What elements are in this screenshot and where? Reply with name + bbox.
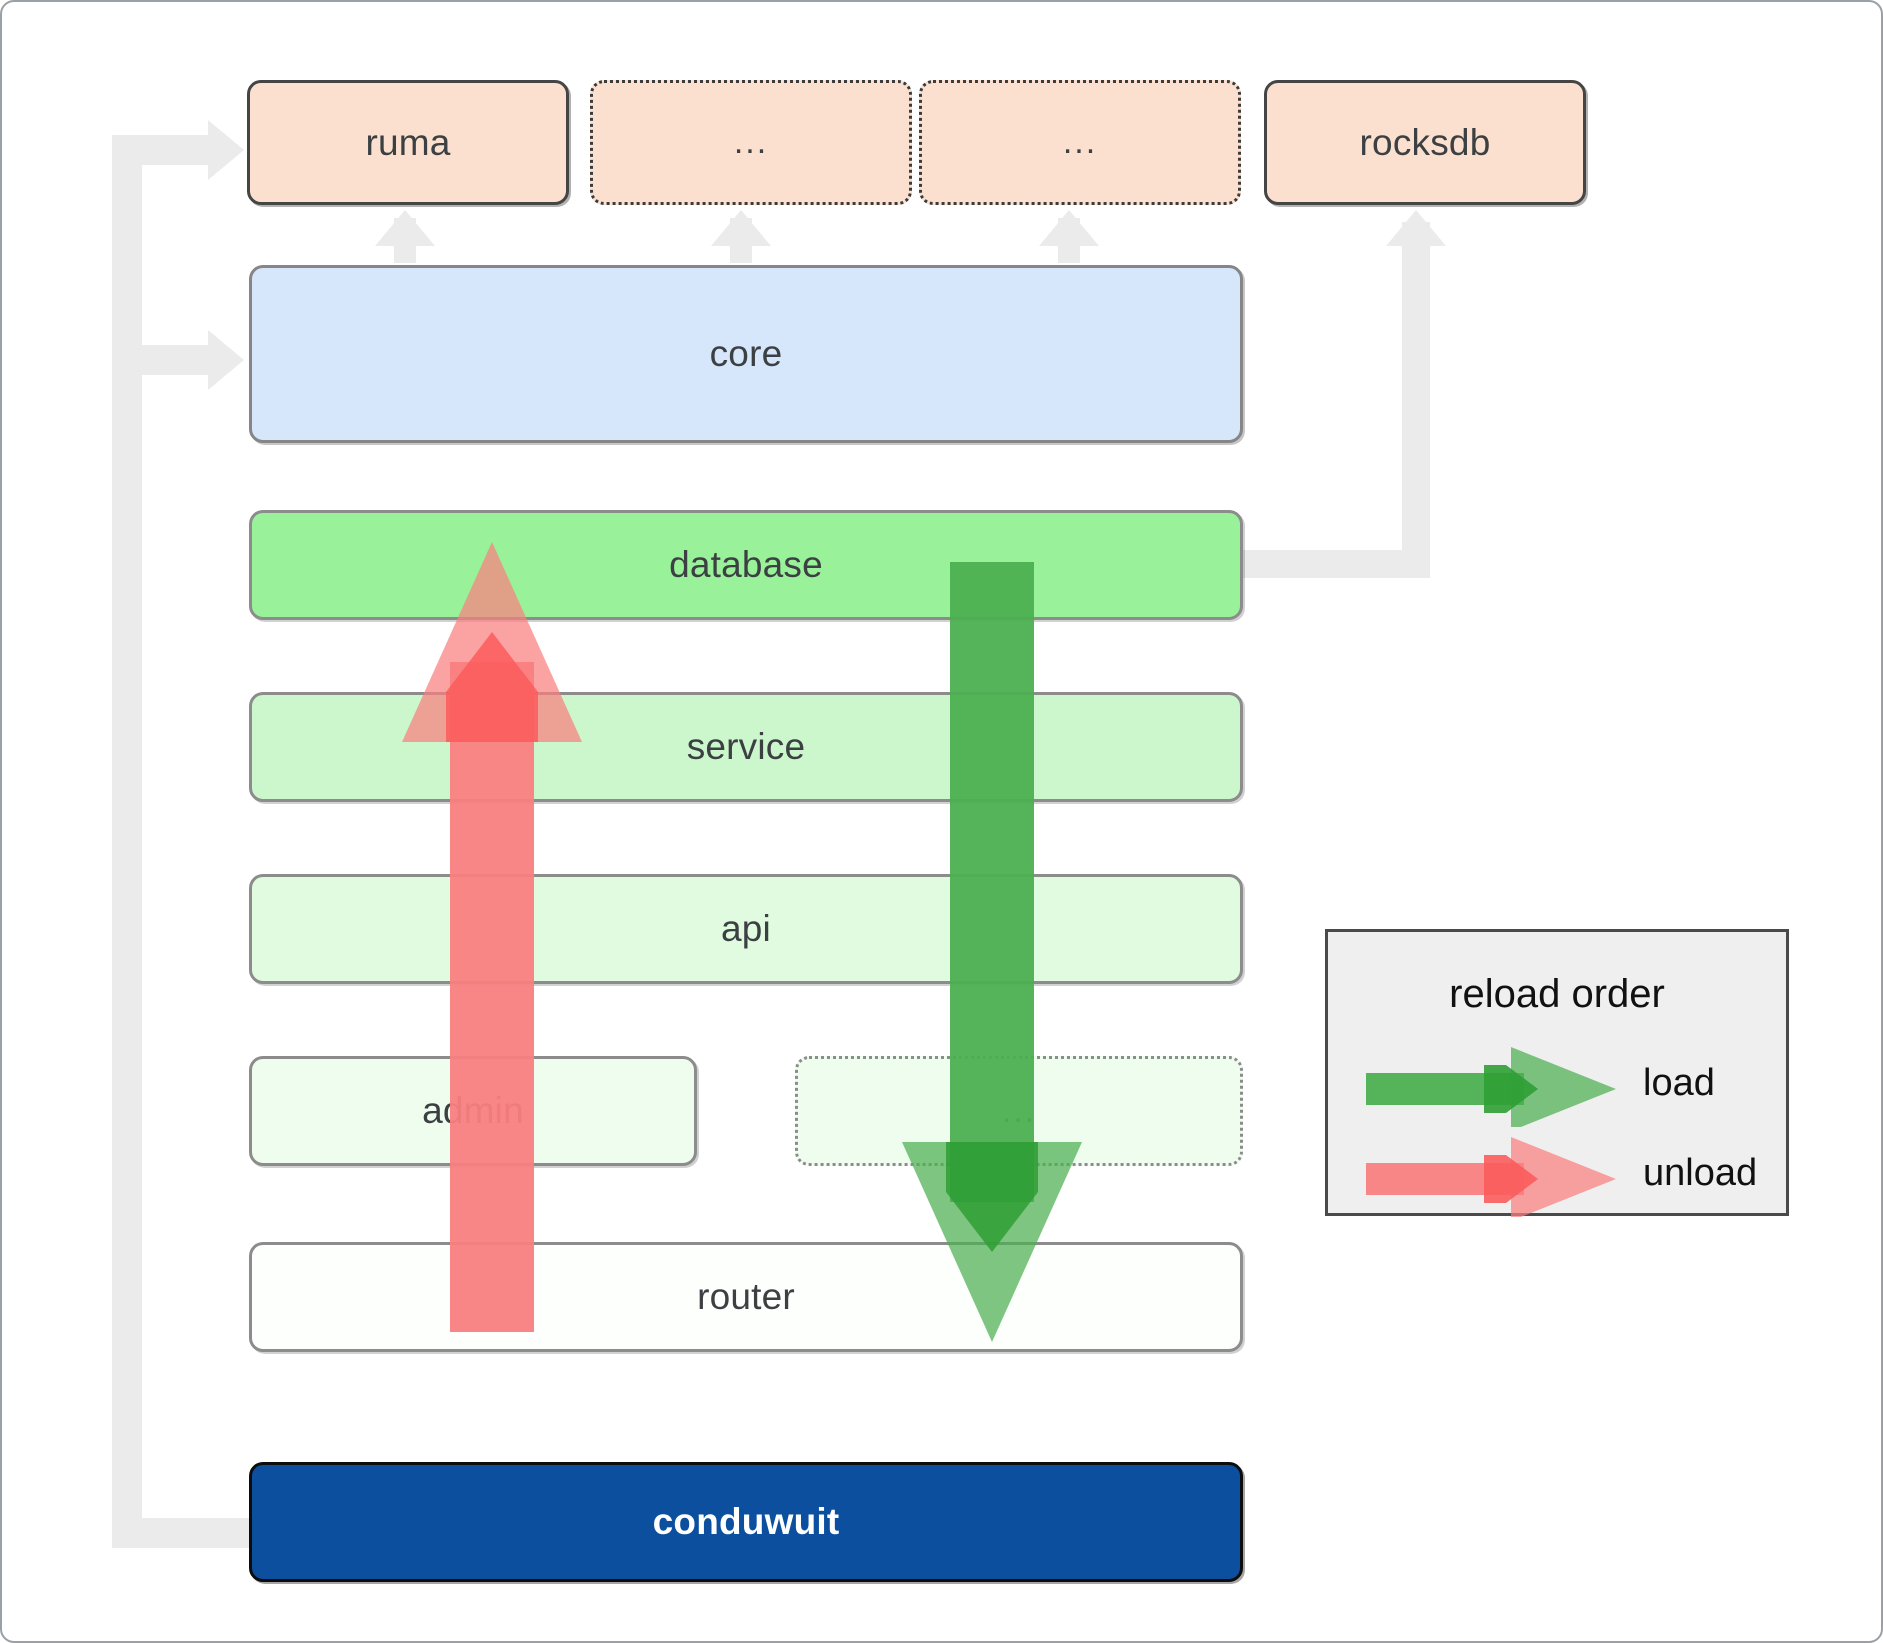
layer-label-admin: admin <box>422 1090 524 1131</box>
dependency-label-ellipsis-1: ... <box>733 123 769 161</box>
connector-database-to-rocksdb-h <box>1227 550 1417 578</box>
legend-row-unload <box>1366 1137 1616 1221</box>
layer-box-service[interactable]: service <box>249 692 1243 802</box>
legend-label-unload: unload <box>1643 1152 1758 1194</box>
layer-label-database: database <box>669 544 823 585</box>
connector-bus-to-core <box>112 345 212 375</box>
layer-box-database[interactable]: database <box>249 510 1243 620</box>
layer-label-api: api <box>721 908 771 949</box>
connector-arrowhead-core-ruma <box>375 210 435 246</box>
layer-box-router[interactable]: router <box>249 1242 1243 1352</box>
connector-arrowhead-core-dots2 <box>1039 210 1099 246</box>
layer-label-router: router <box>697 1276 795 1317</box>
dependency-label-rocksdb: rocksdb <box>1359 121 1491 163</box>
dependency-box-ellipsis-1[interactable]: ... <box>590 80 912 205</box>
layer-box-api[interactable]: api <box>249 874 1243 984</box>
legend-row-load <box>1366 1047 1616 1131</box>
legend-unload-arrow-icon <box>1366 1137 1616 1221</box>
dependency-label-ellipsis-2: ... <box>1062 123 1098 161</box>
root-binary-box[interactable]: conduwuit <box>249 1462 1243 1582</box>
legend-load-arrow-icon <box>1366 1047 1616 1131</box>
layer-box-ellipsis[interactable]: ... <box>795 1056 1243 1166</box>
connector-arrowhead-core-dots1 <box>711 210 771 246</box>
legend-title: reload order <box>1449 972 1665 1016</box>
root-binary-label: conduwuit <box>652 1501 840 1542</box>
layer-box-admin[interactable]: admin <box>249 1056 697 1166</box>
connector-bus-to-ruma <box>112 135 212 165</box>
connector-arrowhead-rocksdb <box>1386 210 1446 246</box>
dependency-box-ellipsis-2[interactable]: ... <box>919 80 1241 205</box>
legend-panel: reload order load unload <box>1325 929 1789 1221</box>
dependency-label-ruma: ruma <box>365 121 451 163</box>
legend-label-load: load <box>1643 1062 1715 1104</box>
core-label: core <box>709 333 783 374</box>
dependency-box-ruma[interactable]: ruma <box>247 80 569 205</box>
connector-arrowhead-core <box>208 330 244 390</box>
dependency-box-rocksdb[interactable]: rocksdb <box>1264 80 1586 205</box>
layer-label-ellipsis: ... <box>1001 1091 1037 1130</box>
connector-arrowhead-ruma <box>208 120 244 180</box>
connector-database-to-rocksdb-v <box>1402 222 1430 578</box>
layer-label-service: service <box>686 726 806 767</box>
core-box[interactable]: core <box>249 265 1243 443</box>
